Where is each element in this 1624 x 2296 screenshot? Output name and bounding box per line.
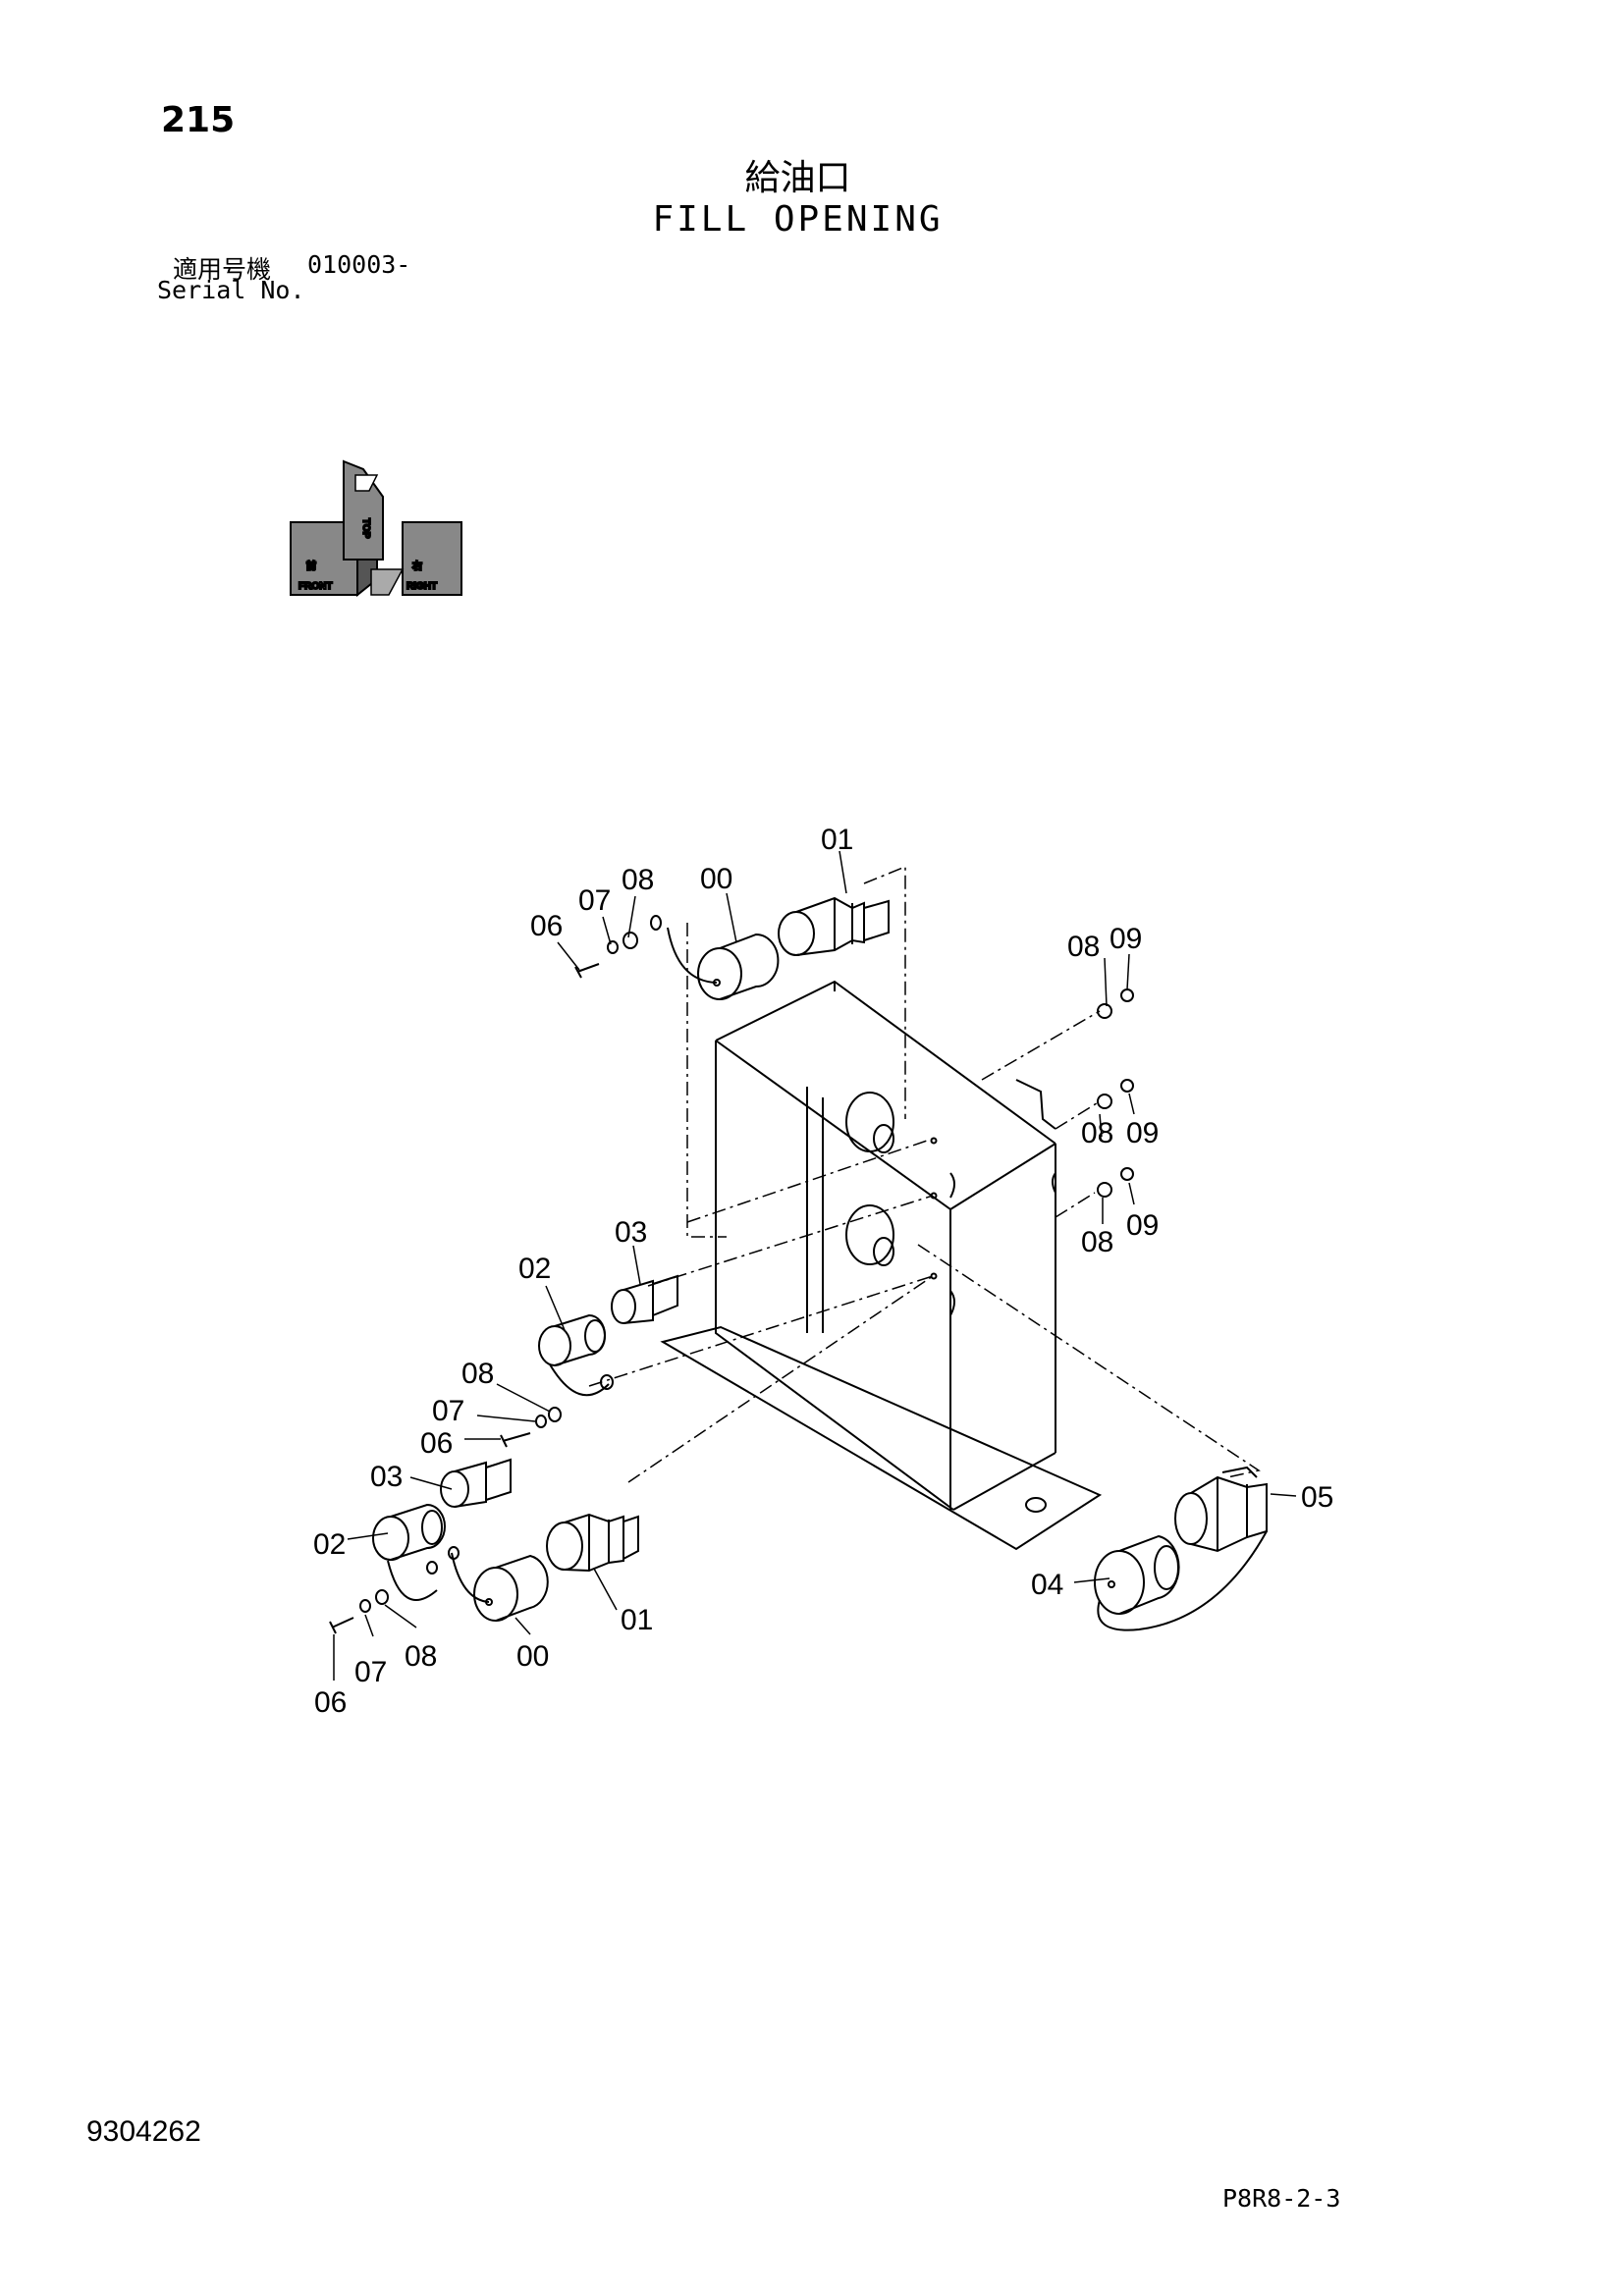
callout-01-top: 01	[821, 824, 853, 856]
orientation-top-label: TOP	[360, 518, 371, 539]
bolt-06-low	[329, 1617, 354, 1634]
page-title-japanese: 給油口	[744, 158, 851, 198]
callout-leaders	[333, 850, 1297, 1681]
callout-06-mid: 06	[420, 1427, 453, 1460]
assembly-lines	[588, 865, 1261, 1483]
serial-label-japanese: 適用号機	[173, 255, 272, 284]
fitting-01-low	[546, 1513, 639, 1573]
document-number: 9304262	[86, 2115, 201, 2148]
page-title: FILL OPENING	[652, 199, 944, 240]
orientation-front-jp: 前	[306, 560, 316, 572]
callout-08-right-1: 08	[1067, 931, 1100, 963]
cap-04	[1094, 1530, 1268, 1631]
serial-label: Serial No.	[157, 276, 305, 304]
serial-number-range: 010003-	[307, 250, 411, 279]
callout-08-right-2: 08	[1081, 1117, 1113, 1149]
washer-08-right-2	[1097, 1094, 1112, 1109]
cap-00-low	[448, 1546, 549, 1622]
nut-09-right-2	[1120, 1079, 1134, 1093]
callout-02-mid: 02	[518, 1253, 551, 1285]
bolt-06-top	[574, 963, 600, 979]
nut-09-right-3	[1120, 1167, 1134, 1181]
washer-07-mid	[535, 1415, 547, 1428]
fitting-03-low	[440, 1458, 512, 1508]
fitting-05	[1174, 1466, 1268, 1553]
washer-07-top	[607, 940, 619, 954]
callout-01-low: 01	[621, 1604, 653, 1636]
callout-labels: 01 00 07 08 06 08 09 08 09 08 09 03 02 0…	[313, 824, 1333, 1719]
callout-06-low: 06	[314, 1686, 347, 1719]
callout-08-right-3: 08	[1081, 1226, 1113, 1258]
orientation-icon: TOP 前 FRONT 右 RIGHT	[290, 459, 462, 598]
callout-08-low: 08	[405, 1640, 437, 1673]
callout-02-low: 02	[313, 1528, 346, 1561]
callout-07-low: 07	[354, 1656, 387, 1688]
washer-08-right-3	[1097, 1182, 1112, 1198]
cap-02-low	[372, 1503, 446, 1601]
callout-09-right-3: 09	[1126, 1209, 1159, 1242]
callout-08-mid: 08	[461, 1358, 494, 1390]
callout-08-top: 08	[622, 864, 654, 896]
page-code: P8R8-2-3	[1222, 2184, 1341, 2213]
callout-07-mid: 07	[432, 1395, 464, 1427]
fitting-01-top	[778, 896, 890, 956]
washer-08-top	[623, 915, 662, 949]
callout-09-right-1: 09	[1110, 923, 1142, 955]
callout-06-top: 06	[530, 910, 563, 942]
washer-08-right-1	[1097, 1003, 1112, 1019]
orientation-right-jp: 右	[411, 560, 422, 572]
callout-09-right-2: 09	[1126, 1117, 1159, 1149]
washer-07-low	[359, 1599, 371, 1613]
callout-03-low: 03	[370, 1461, 403, 1493]
cap-02-mid	[538, 1313, 614, 1397]
orientation-right-label: RIGHT	[406, 581, 437, 592]
bolt-06-mid	[500, 1432, 531, 1448]
orientation-front-label: FRONT	[298, 581, 332, 592]
callout-04: 04	[1031, 1569, 1063, 1601]
callout-07-top: 07	[578, 884, 611, 917]
cap-00-top	[667, 927, 780, 1000]
callout-03-mid: 03	[615, 1216, 647, 1249]
washer-08-mid	[548, 1407, 562, 1422]
washer-08-low	[375, 1589, 389, 1605]
fitting-03-mid	[611, 1274, 678, 1324]
callout-05: 05	[1301, 1481, 1333, 1514]
fill-opening-bracket	[660, 980, 1103, 1551]
nut-09-right-1	[1120, 988, 1134, 1002]
callout-00-low: 00	[516, 1640, 549, 1673]
callout-00-top: 00	[700, 863, 732, 895]
page-number: 215	[161, 100, 236, 140]
